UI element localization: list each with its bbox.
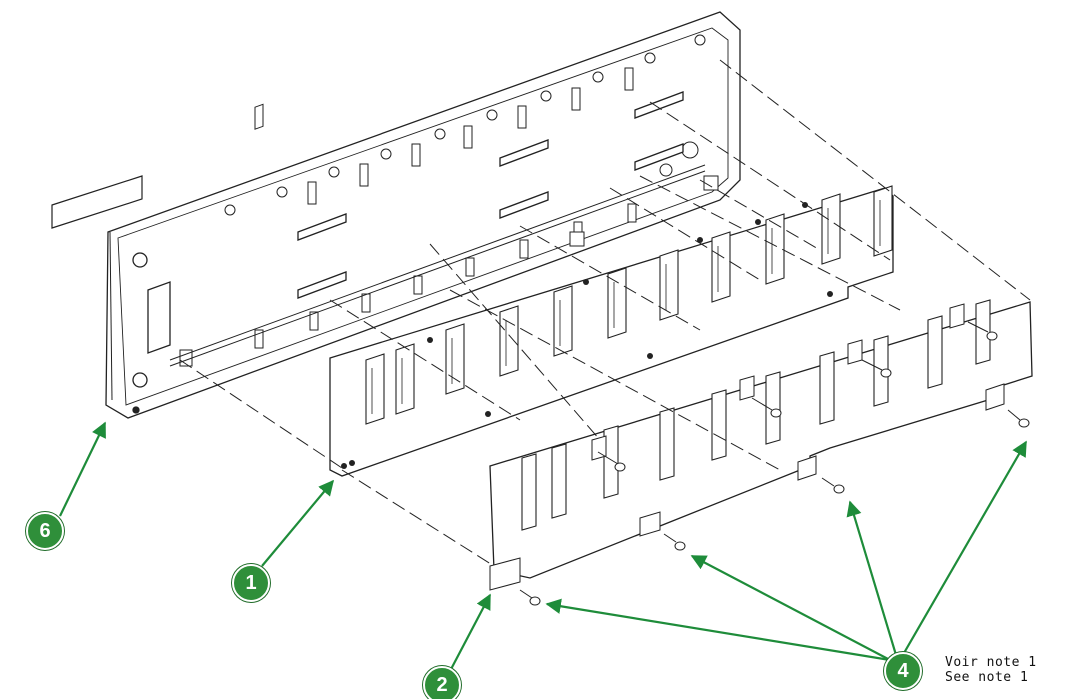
note-text-english: See note 1 [945, 670, 1029, 685]
note-text-french: Voir note 1 [945, 655, 1037, 670]
callout-arrows [59, 421, 1027, 674]
arrow-to-screw-b [690, 555, 891, 661]
callout-badge-2: 2 [423, 666, 461, 699]
rack-frame [105, 11, 741, 419]
arrow-to-bracket [448, 593, 491, 674]
arrow-to-rack [59, 421, 106, 517]
callout-badge-6: 6 [26, 512, 64, 550]
backplane-board [329, 185, 894, 477]
shield-bar [489, 299, 1033, 591]
arrow-to-screw-a [545, 598, 891, 662]
label-plate [51, 175, 143, 229]
alignment-lines [179, 59, 1031, 567]
callout-badge-1: 1 [232, 564, 270, 602]
callout-badge-4: 4 [884, 652, 922, 690]
screws [519, 321, 1030, 606]
arrow-to-backplane [261, 479, 334, 567]
arrow-to-screw-c [846, 500, 898, 656]
arrow-to-screw-d [903, 440, 1027, 654]
